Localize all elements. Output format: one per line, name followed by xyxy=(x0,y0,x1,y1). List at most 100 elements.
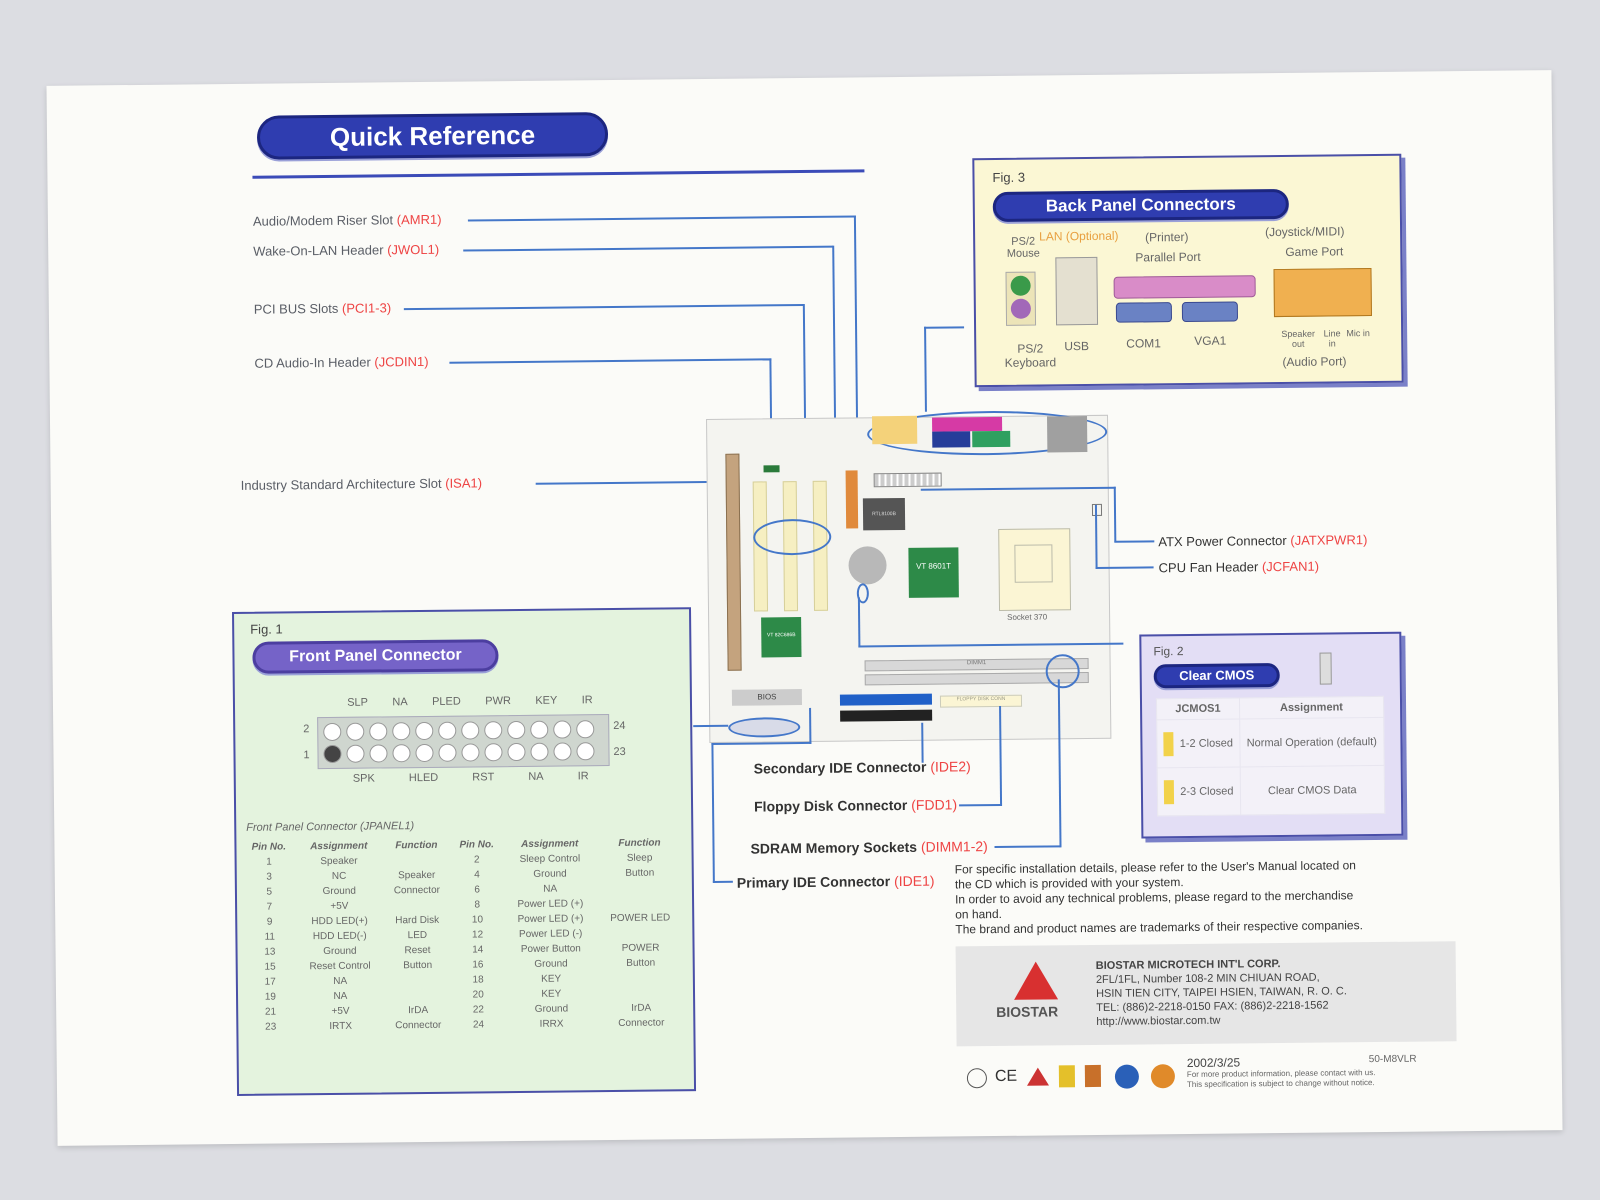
leader-ide1-h1 xyxy=(711,741,812,745)
table-cell: Ground xyxy=(534,958,568,970)
fig1-pin-2: 2 xyxy=(303,723,310,736)
table-cell: 19 xyxy=(264,991,276,1003)
biostar-logo-icon xyxy=(1013,961,1059,1000)
table-cell: 6 xyxy=(474,884,480,896)
table-cell: 7 xyxy=(266,901,273,913)
fig3-title: Back Panel Connectors xyxy=(992,188,1289,223)
board-ide2 xyxy=(839,693,933,706)
table-cell: NA xyxy=(543,883,558,895)
fig1-label: Fig. 1 xyxy=(250,621,283,637)
board-chip-south: VT 82C686B xyxy=(761,617,802,658)
table-cell xyxy=(597,925,683,941)
fig1-box: Fig. 1 Front Panel Connector 2 1 24 23 S… xyxy=(232,607,697,1096)
company-tel: TEL: (886)2-2218-0150 FAX: (886)2-2218-1… xyxy=(1096,999,1329,1014)
table-cell: IrDA xyxy=(408,1004,429,1017)
board-parallel xyxy=(932,416,1003,432)
table-cell: Power LED (+) xyxy=(517,898,584,911)
table-cell: 21 xyxy=(264,1006,277,1018)
fig1-table-caption: Front Panel Connector (JPANEL1) xyxy=(246,820,415,834)
board-chip-north: VT 8601T xyxy=(908,547,959,598)
table-cell: 17 xyxy=(264,976,276,988)
ce-icon: CE xyxy=(994,1067,1018,1086)
table-cell: Hard Disk xyxy=(395,914,440,927)
fig1-pin-table: Pin No. Assignment Function Pin No. Assi… xyxy=(242,835,684,1035)
group-spk: SPK xyxy=(352,772,375,785)
company-web: http://www.biostar.com.tw xyxy=(1096,1014,1221,1028)
notes: For specific installation details, pleas… xyxy=(955,857,1476,937)
table-cell: Speaker xyxy=(398,869,436,882)
pin xyxy=(369,744,388,763)
fig1-pin-23: 23 xyxy=(613,745,626,759)
leader-backpanel-v xyxy=(924,326,927,412)
cert-orange-icon xyxy=(1084,1064,1102,1088)
table-cell: Power Button xyxy=(520,943,581,955)
footer-date: 2002/3/25 xyxy=(1186,1055,1241,1071)
fig3-game: Game Port xyxy=(1285,244,1344,259)
th-pin2: Pin No. xyxy=(459,839,494,851)
table-cell xyxy=(598,970,684,986)
table-cell: 15 xyxy=(264,961,276,973)
fig1-top-groups: SLP NA PLED PWR KEY IR xyxy=(335,694,605,709)
leader-atx-h2 xyxy=(1114,540,1155,543)
label-dimm: SDRAM Memory Sockets (DIMM1-2) xyxy=(750,838,988,857)
leader-ide1-h2 xyxy=(712,880,733,883)
label-fdd: Floppy Disk Connector (FDD1) xyxy=(753,796,958,815)
table-cell: KEY xyxy=(541,988,562,1000)
fig2-table-header: JCMOS1 Assignment xyxy=(1156,696,1384,720)
table-cell: Ground xyxy=(323,945,357,958)
table-cell: 18 xyxy=(472,974,484,986)
table-cell: KEY xyxy=(541,973,562,985)
board-ide1 xyxy=(840,709,933,722)
cmos-assignment: Normal Operation (default) xyxy=(1239,717,1385,767)
table-cell: Sleep xyxy=(626,852,653,864)
leader-jpanel xyxy=(693,724,729,728)
footer-code: 50-M8VLR xyxy=(1368,1053,1417,1066)
fig3-label: Fig. 3 xyxy=(992,169,1026,186)
leader-jwol xyxy=(463,245,834,252)
th-assignment2: Assignment xyxy=(521,838,579,850)
fig2-jumper-icon xyxy=(1319,652,1332,685)
cmos-assignment: Clear CMOS Data xyxy=(1239,765,1385,815)
pin xyxy=(369,722,388,741)
ps2-port-icon xyxy=(1005,271,1037,326)
table-cell xyxy=(383,898,451,914)
group-hled: HLED xyxy=(408,771,439,785)
pin xyxy=(507,720,526,740)
globe-icon xyxy=(1114,1064,1140,1089)
board-dimm-ellipse xyxy=(1045,654,1080,689)
fig1-title: Front Panel Connector xyxy=(252,639,499,674)
fig3-vga: VGA1 xyxy=(1194,333,1227,348)
table-cell: 16 xyxy=(472,959,484,971)
footer-line2: This specification is subject to change … xyxy=(1186,1078,1375,1090)
cmos-setting: 2-3 Closed xyxy=(1157,766,1241,816)
board-vga xyxy=(972,430,1011,448)
table-cell: 2 xyxy=(473,854,480,866)
fig2-label: Fig. 2 xyxy=(1153,644,1184,659)
pin xyxy=(484,721,503,740)
fig3-joystick: (Joystick/MIDI) xyxy=(1265,224,1345,240)
fig2-box: Fig. 2 Clear CMOS JCMOS1 Assignment 1-2 … xyxy=(1139,631,1404,839)
fig3-printer: (Printer) xyxy=(1145,229,1189,245)
fig3-audio: (Audio Port) xyxy=(1282,354,1347,369)
page-title: Quick Reference xyxy=(256,112,609,160)
table-cell: Connector xyxy=(618,1017,665,1029)
board-battery xyxy=(848,546,887,585)
fig3-mic: Mic in xyxy=(1346,328,1370,339)
table-cell: 23 xyxy=(265,1021,277,1033)
table-cell: Connector xyxy=(393,884,441,897)
fig2-table: JCMOS1 Assignment 1-2 Closed Normal Oper… xyxy=(1155,695,1386,817)
game-port-icon xyxy=(1273,268,1372,318)
fig3-box: Fig. 3 Back Panel Connectors PS/2 Mouse … xyxy=(972,153,1404,388)
table-cell: 13 xyxy=(264,946,276,958)
table-cell: Ground xyxy=(322,885,356,898)
pin xyxy=(392,722,411,741)
table-cell xyxy=(597,895,683,911)
table-cell: IRTX xyxy=(329,1020,353,1032)
board-socket-label: Socket 370 xyxy=(1007,612,1048,622)
table-cell: LED xyxy=(407,929,428,942)
fig1-pin-1: 1 xyxy=(303,749,310,762)
pin xyxy=(438,743,457,762)
pin xyxy=(438,721,457,740)
group-pled: PLED xyxy=(431,695,461,708)
table-cell xyxy=(384,973,452,989)
